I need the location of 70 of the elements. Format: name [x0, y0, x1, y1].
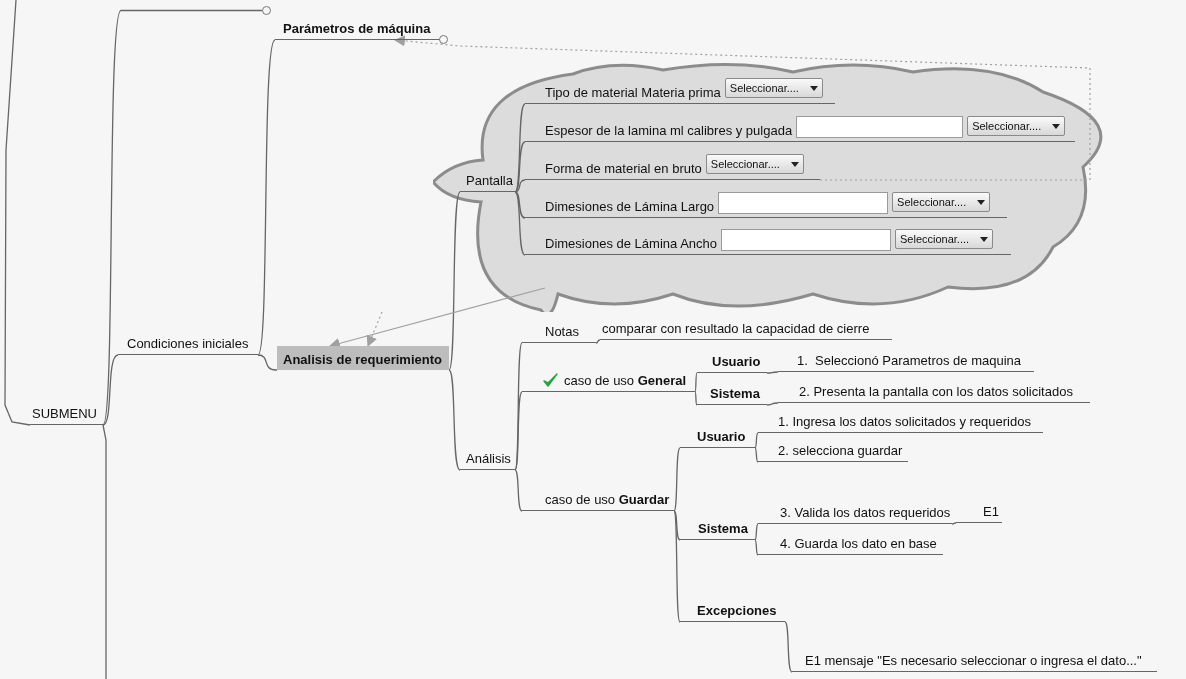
topic-label: Notas: [522, 323, 596, 343]
collapse-indicator: [262, 6, 271, 15]
topic-label: Condiciones iniciales: [118, 335, 258, 355]
branch-line: [448, 191, 461, 371]
branch-line: [514, 179, 526, 193]
branch-line: [754, 447, 759, 463]
field-label: Dimesiones de Lámina Largo: [545, 199, 715, 215]
topic-label: 1. Seleccionó Parametros de maquina: [778, 352, 1034, 372]
field-label: Dimesiones de Lámina Ancho: [545, 236, 717, 252]
arrow: [393, 35, 1091, 181]
branch-line: [4, 0, 31, 426]
dropdown-select: Seleccionar....: [892, 192, 991, 212]
form-row: [525, 78, 835, 104]
branch-line: [102, 9, 263, 426]
topic-label: 4. Guarda los dato en base: [758, 535, 943, 555]
topic-label: Usuario: [680, 428, 755, 448]
branch-line: [257, 39, 276, 356]
branch-line: [754, 523, 759, 541]
branch-line: [514, 191, 526, 256]
topic-label: 2. selecciona guardar: [758, 442, 908, 462]
dropdown-select: Seleccionar....: [895, 229, 993, 249]
form-row: [525, 192, 1007, 218]
arrow: [328, 287, 546, 349]
highlighted-topic: Analisis de requerimiento: [277, 346, 449, 370]
branch-line: [694, 391, 698, 406]
topic-label: Pantalla: [460, 172, 515, 192]
branch-line: [694, 372, 698, 393]
branch-line: [448, 369, 461, 471]
branch-line: [784, 621, 793, 673]
topic-label: caso de uso General: [564, 373, 687, 389]
branch-line: [102, 424, 107, 679]
field-label: Forma de material en bruto: [545, 161, 702, 177]
branch-line: [673, 510, 681, 623]
branch-line: [766, 402, 779, 406]
form-row: [525, 154, 820, 180]
dropdown-select: Seleccionar....: [967, 116, 1066, 136]
branch-line: [514, 469, 523, 512]
branch-line: [754, 432, 759, 449]
topic-label: E1: [956, 503, 1002, 523]
branch-line: [595, 339, 601, 344]
dropdown-select: Seleccionar....: [705, 154, 804, 174]
topic-label: Parámetros de máquina: [283, 21, 431, 37]
branch-line: [514, 191, 526, 219]
branch-line: [102, 354, 119, 426]
branch-line: [951, 522, 957, 525]
topic-label: Usuario: [697, 353, 767, 373]
topic-label: 2. Presenta la pantalla con los datos solicitados: [778, 383, 1090, 403]
branch-line: [754, 539, 759, 556]
branch-line: [673, 510, 681, 541]
branch-line: [766, 371, 779, 374]
topic-label: SUBMENU: [30, 405, 103, 425]
dropdown-select: Seleccionar....: [724, 78, 823, 98]
topic-label: Análisis: [460, 450, 515, 470]
branch-line: [673, 447, 681, 512]
topic-label: 3. Valida los datos requeridos: [758, 504, 952, 524]
branch-line: [257, 354, 278, 371]
field-label: Tipo de material Materia prima: [545, 85, 721, 101]
field-label: Espesor de la lamina ml calibres y pulgada: [545, 123, 793, 139]
topic-label: Sistema: [697, 385, 767, 405]
branch-line: [514, 141, 526, 193]
form-row: [525, 229, 1011, 255]
topic-label: Sistema: [680, 520, 755, 540]
topic-label: Excepciones: [680, 602, 785, 622]
form-row: [525, 116, 1075, 142]
branch-line: [514, 391, 523, 471]
topic-label: caso de uso Guardar: [522, 491, 674, 511]
topic-label: E1 mensaje "Es necesario seleccionar o ingresa el dato...": [792, 652, 1157, 672]
arrow: [366, 311, 383, 347]
topic-label: 1. Ingresa los datos solicitados y requeridos: [758, 413, 1043, 433]
topic-label: comparar con resultado la capacidad de cierre: [600, 320, 892, 340]
